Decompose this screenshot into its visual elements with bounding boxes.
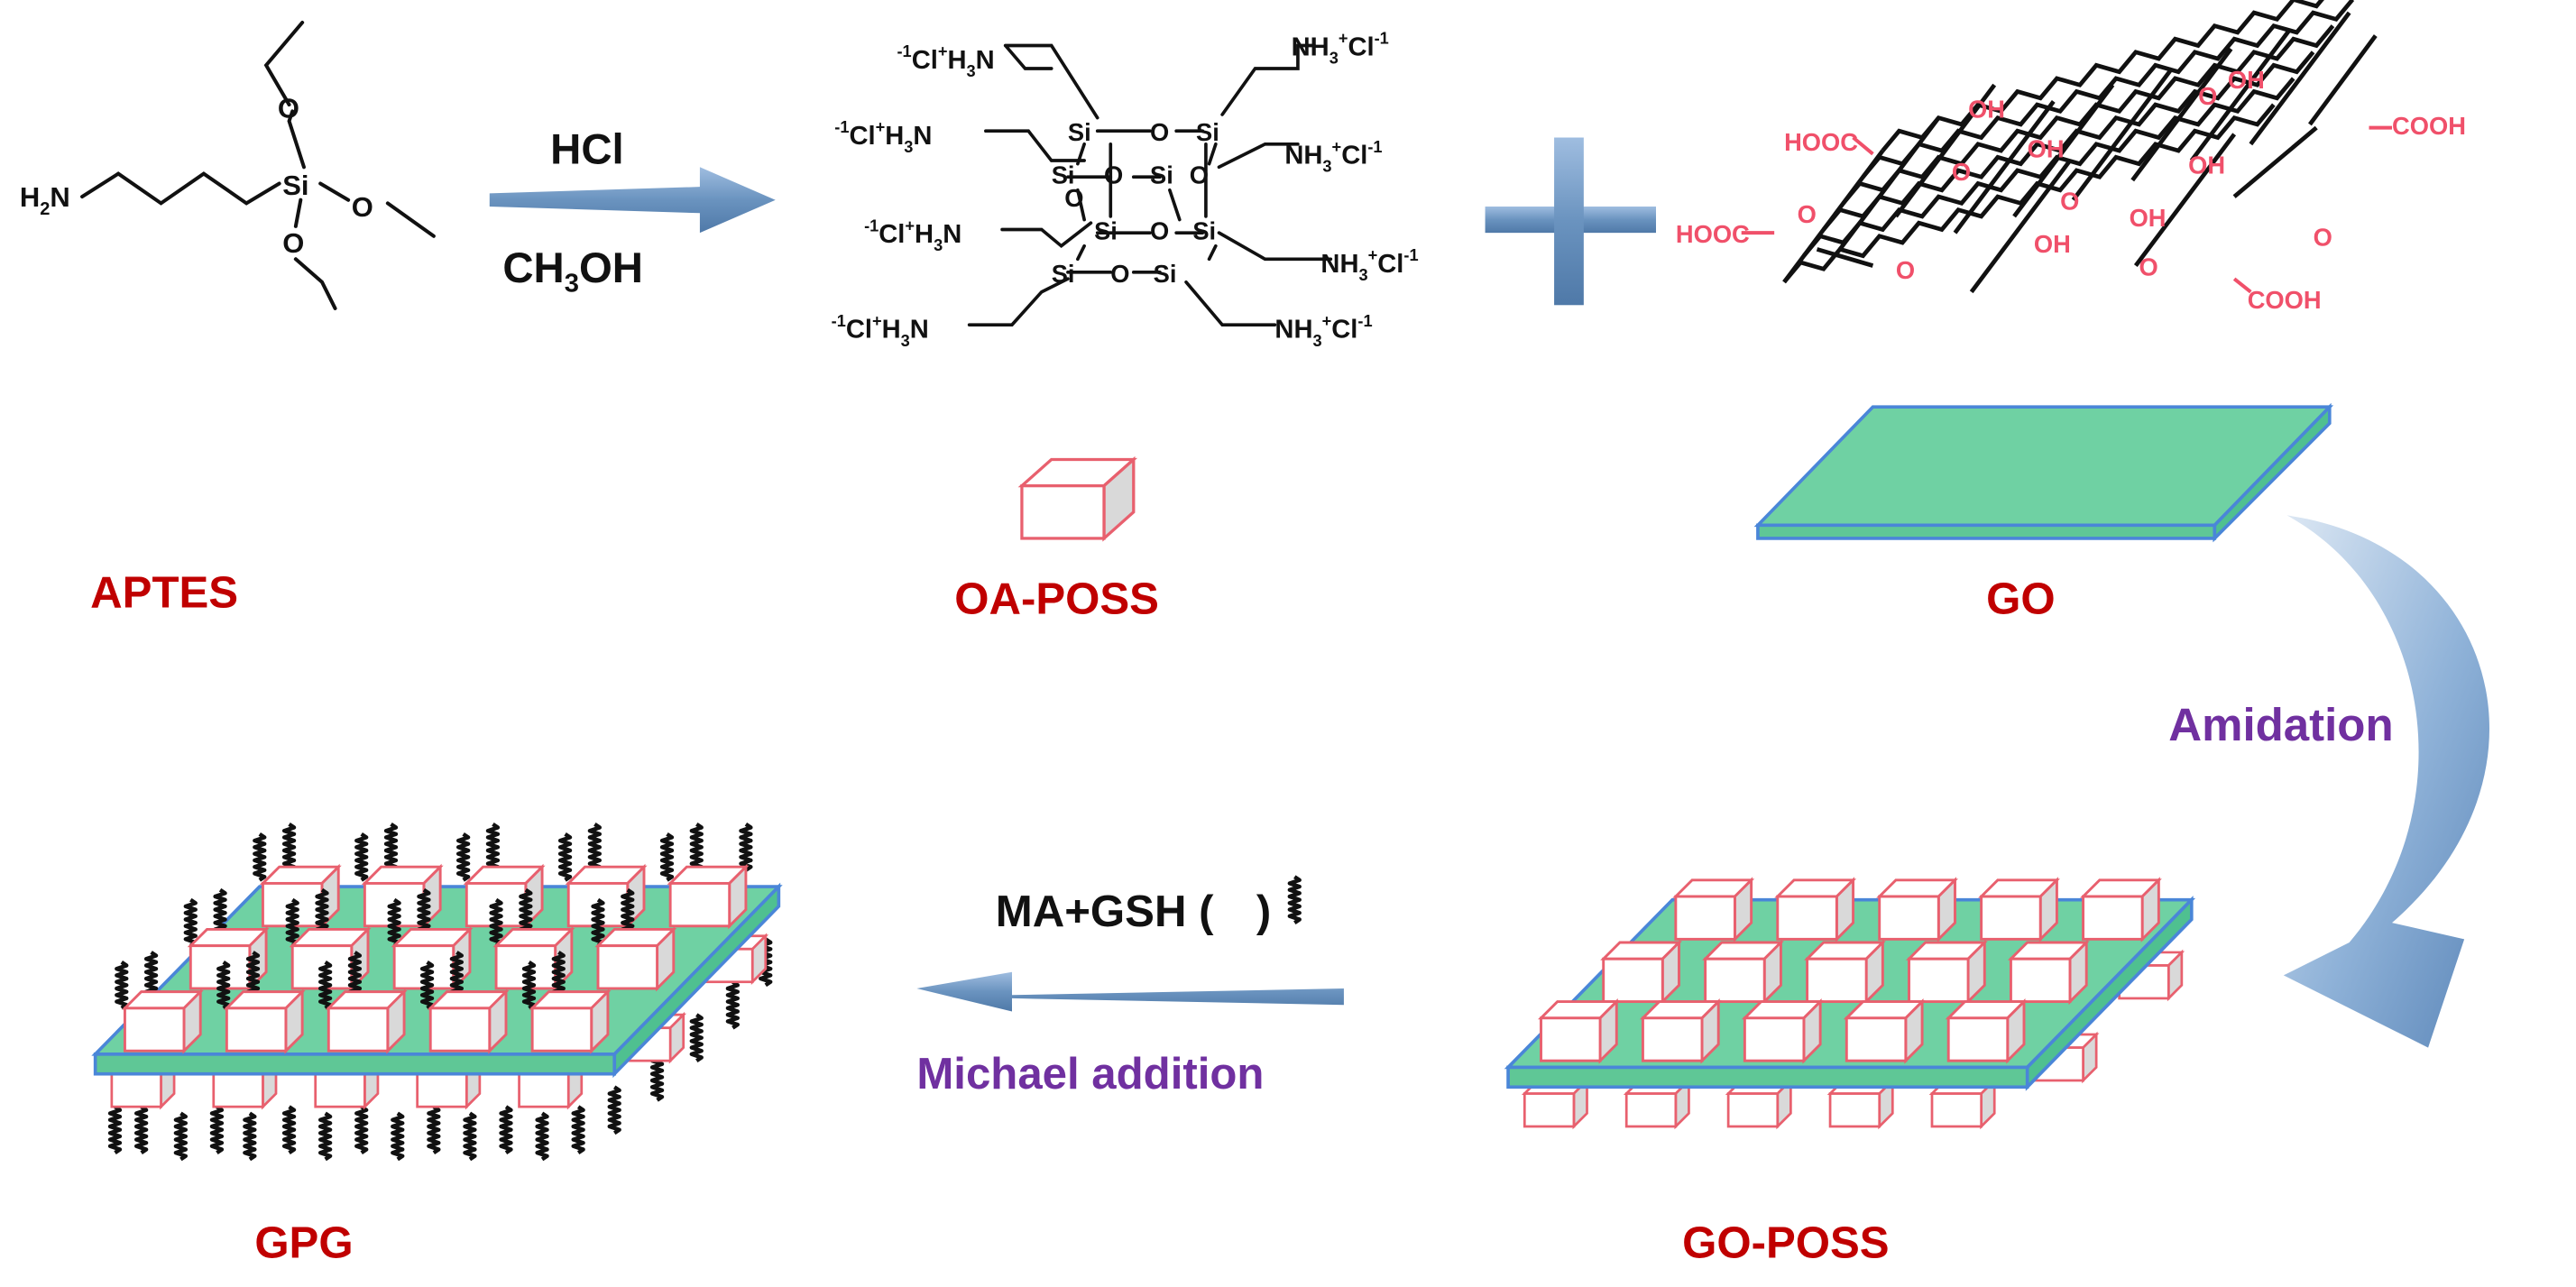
poss-si-8: Si bbox=[1154, 260, 1177, 288]
gpg-illustration bbox=[91, 824, 783, 1160]
poss-si-6: Si bbox=[1192, 216, 1216, 244]
hydrolysis-arrow bbox=[489, 167, 776, 234]
reagent-methanol-end: OH bbox=[579, 244, 643, 292]
go-o-5: O bbox=[2198, 82, 2217, 110]
poss-si-7: Si bbox=[1052, 260, 1075, 288]
aptes-silicon: Si bbox=[282, 170, 308, 201]
go-oh-1: OH bbox=[1968, 96, 2005, 124]
amidation-arrow bbox=[2283, 515, 2490, 1048]
aptes-amine-end: N bbox=[50, 181, 69, 213]
poss-si-5: Si bbox=[1094, 216, 1118, 244]
gpg-label: GPG bbox=[254, 1218, 353, 1268]
svg-text:H2N: H2N bbox=[20, 181, 70, 219]
aptes-amine-sub: 2 bbox=[40, 199, 50, 219]
aptes-label: APTES bbox=[90, 567, 238, 617]
aptes-amine-main: H bbox=[20, 181, 40, 213]
poss-o-3: O bbox=[1190, 161, 1209, 189]
go-o-2: O bbox=[1952, 158, 1971, 186]
reagent-hcl: HCl bbox=[550, 126, 624, 174]
poss-si-3: Si bbox=[1052, 161, 1075, 189]
go-oh-5: OH bbox=[2130, 204, 2167, 232]
poss-group-right-2: NH3+Cl-1 bbox=[1284, 138, 1382, 176]
reagent-ma-gsh-text: MA+GSH ( bbox=[996, 887, 1214, 936]
oa-poss-cube-icon bbox=[1017, 455, 1138, 542]
go-cooh-right: COOH bbox=[2392, 112, 2466, 140]
go-o-7: O bbox=[2314, 224, 2332, 252]
go-poss-illustration bbox=[1504, 878, 2196, 1128]
go-structure: HOOC HOOC COOH COOH OH OH OH OH OH OH O … bbox=[1676, 0, 2466, 314]
go-o-1: O bbox=[1798, 200, 1817, 228]
poss-o-6: O bbox=[1110, 260, 1129, 288]
reagent-methanol-main: CH bbox=[502, 244, 564, 292]
aptes-structure: H2N Si O O O bbox=[20, 20, 436, 310]
reagent-methanol-sub: 3 bbox=[565, 270, 579, 299]
gsh-chain-icon bbox=[1290, 877, 1300, 923]
poss-group-right-3: NH3+Cl-1 bbox=[1320, 246, 1418, 284]
go-oh-6: OH bbox=[2034, 230, 2071, 258]
poss-group-left-2: -1Cl+H3N bbox=[834, 118, 932, 156]
poss-group-right-4: NH3+Cl-1 bbox=[1274, 312, 1372, 350]
go-oh-2: OH bbox=[2028, 134, 2065, 162]
go-o-6: O bbox=[2139, 253, 2158, 281]
go-hooc-top: HOOC bbox=[1784, 128, 1858, 156]
svg-text:Si O Si Si: Si O Si Si O Si O O Si O Si Si O Si bbox=[1052, 118, 1227, 288]
go-sheet-icon bbox=[1753, 402, 2334, 543]
poss-group-left-3: -1Cl+H3N bbox=[864, 216, 961, 254]
go-hooc-left: HOOC bbox=[1676, 220, 1750, 248]
poss-o-2: O bbox=[1104, 161, 1123, 189]
poss-o-1: O bbox=[1150, 118, 1169, 146]
poss-group-left-1: -1Cl+H3N bbox=[897, 42, 995, 80]
go-cooh-bottom: COOH bbox=[2248, 286, 2322, 314]
aptes-oxygen-top: O bbox=[278, 93, 299, 124]
go-poss-label: GO-POSS bbox=[1682, 1218, 1889, 1268]
oa-poss-structure: Si O Si Si O Si O O Si O Si Si O Si -1Cl… bbox=[832, 30, 1419, 350]
poss-si-1: Si bbox=[1068, 118, 1091, 146]
reagent-ma-gsh: MA+GSH () bbox=[996, 887, 1271, 936]
reagent-methanol: CH3OH bbox=[502, 244, 643, 299]
oa-poss-label: OA-POSS bbox=[954, 575, 1159, 624]
amidation-label: Amidation bbox=[2168, 699, 2393, 750]
poss-o-5: O bbox=[1150, 216, 1169, 244]
go-oh-3: OH bbox=[2228, 66, 2265, 94]
aptes-oxygen-bottom: O bbox=[282, 227, 304, 259]
go-oh-4: OH bbox=[2188, 152, 2225, 179]
poss-si-4: Si bbox=[1150, 161, 1173, 189]
plus-icon bbox=[1485, 137, 1656, 306]
poss-si-2: Si bbox=[1196, 118, 1219, 146]
aptes-oxygen-right: O bbox=[352, 191, 373, 223]
reagent-ma-gsh-close: ) bbox=[1256, 887, 1271, 936]
michael-addition-label: Michael addition bbox=[916, 1049, 1264, 1099]
go-label: GO bbox=[1986, 575, 2055, 624]
poss-group-right-1: NH3+Cl-1 bbox=[1292, 30, 1389, 68]
michael-addition-arrow bbox=[916, 971, 1344, 1012]
go-o-3: O bbox=[1896, 256, 1915, 284]
poss-group-left-4: -1Cl+H3N bbox=[832, 312, 929, 350]
go-o-4: O bbox=[2060, 188, 2079, 216]
poss-o-4: O bbox=[1064, 184, 1083, 212]
